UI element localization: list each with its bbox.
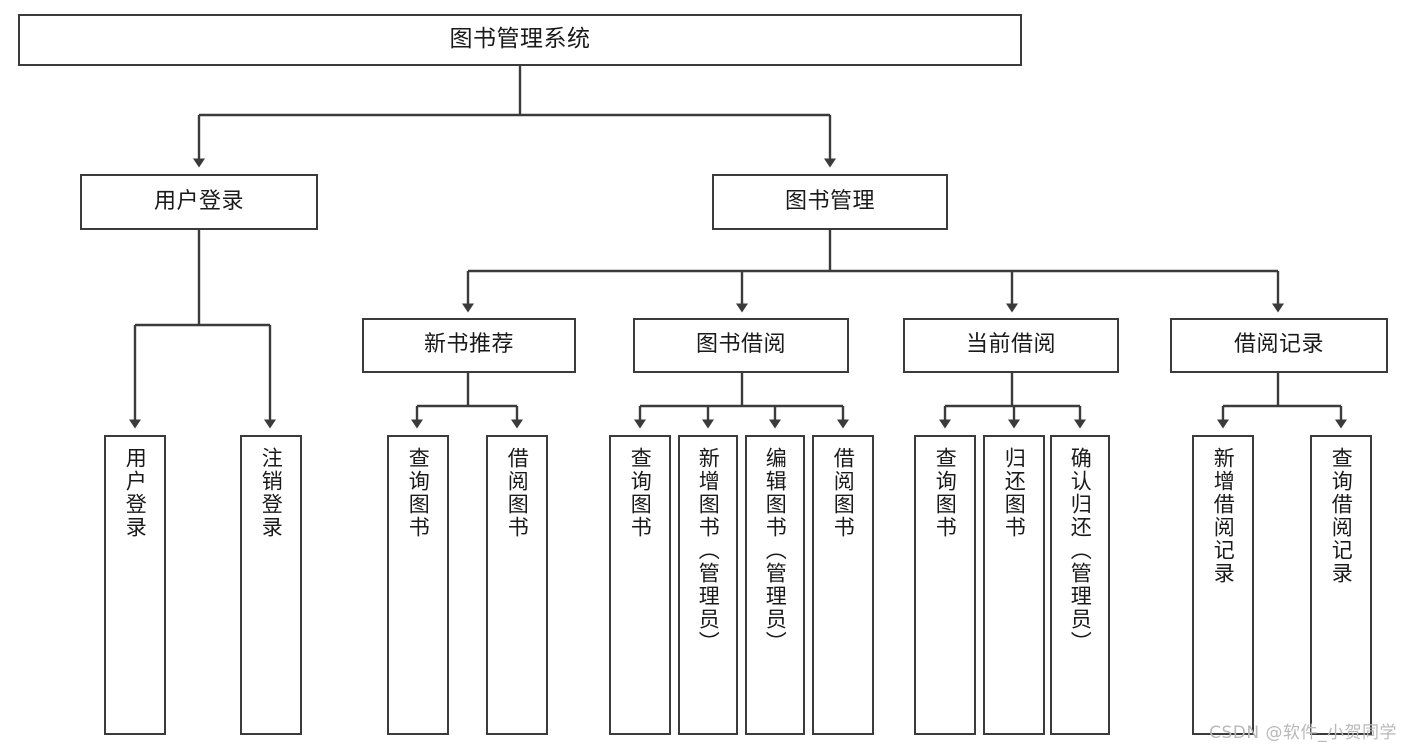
node-borrow-record[interactable]: 借阅记录 bbox=[1170, 318, 1388, 373]
node-label: 注销登录 bbox=[259, 447, 284, 539]
leaf-logout[interactable]: 注销登录 bbox=[240, 435, 302, 735]
leaf-query-book-3[interactable]: 查询图书 bbox=[914, 435, 976, 735]
node-label: 查询图书 bbox=[628, 447, 653, 539]
leaf-return-book[interactable]: 归还图书 bbox=[983, 435, 1045, 735]
node-label: 用户登录 bbox=[123, 447, 148, 539]
leaf-query-book-2[interactable]: 查询图书 bbox=[609, 435, 671, 735]
node-book-manage[interactable]: 图书管理 bbox=[712, 174, 948, 230]
leaf-add-book[interactable]: 新增图书（管理员） bbox=[678, 435, 738, 735]
leaf-edit-book[interactable]: 编辑图书（管理员） bbox=[745, 435, 805, 735]
leaf-confirm-return[interactable]: 确认归还（管理员） bbox=[1050, 435, 1110, 735]
leaf-query-record[interactable]: 查询借阅记录 bbox=[1310, 435, 1372, 735]
node-label: 当前借阅 bbox=[965, 332, 1056, 358]
node-label: 新书推荐 bbox=[423, 332, 514, 358]
node-label: 图书管理系统 bbox=[449, 26, 591, 53]
node-label: 确认归还（管理员） bbox=[1068, 447, 1093, 654]
node-book-borrow[interactable]: 图书借阅 bbox=[633, 318, 849, 373]
csdn-watermark: CSDN @软件_小贺同学 bbox=[1209, 723, 1397, 743]
node-label: 编辑图书（管理员） bbox=[763, 447, 788, 654]
node-label: 新增图书（管理员） bbox=[696, 447, 721, 654]
node-user-login[interactable]: 用户登录 bbox=[80, 174, 318, 230]
leaf-borrow-book-2[interactable]: 借阅图书 bbox=[812, 435, 874, 735]
node-label: 借阅记录 bbox=[1233, 332, 1324, 358]
leaf-user-login[interactable]: 用户登录 bbox=[104, 435, 166, 735]
node-label: 新增借阅记录 bbox=[1211, 447, 1236, 585]
node-label: 借阅图书 bbox=[831, 447, 856, 539]
node-label: 查询图书 bbox=[933, 447, 958, 539]
node-label: 图书管理 bbox=[784, 188, 875, 214]
node-label: 归还图书 bbox=[1002, 447, 1027, 539]
node-label: 图书借阅 bbox=[695, 332, 786, 358]
node-label: 借阅图书 bbox=[505, 447, 530, 539]
node-current-borrow[interactable]: 当前借阅 bbox=[903, 318, 1119, 373]
node-root-system[interactable]: 图书管理系统 bbox=[18, 14, 1022, 66]
leaf-borrow-book-1[interactable]: 借阅图书 bbox=[486, 435, 548, 735]
node-label: 用户登录 bbox=[153, 188, 244, 214]
leaf-add-record[interactable]: 新增借阅记录 bbox=[1192, 435, 1254, 735]
node-label: 查询图书 bbox=[406, 447, 431, 539]
leaf-query-book-1[interactable]: 查询图书 bbox=[387, 435, 449, 735]
node-new-book-recommend[interactable]: 新书推荐 bbox=[362, 318, 576, 373]
node-label: 查询借阅记录 bbox=[1329, 447, 1354, 585]
